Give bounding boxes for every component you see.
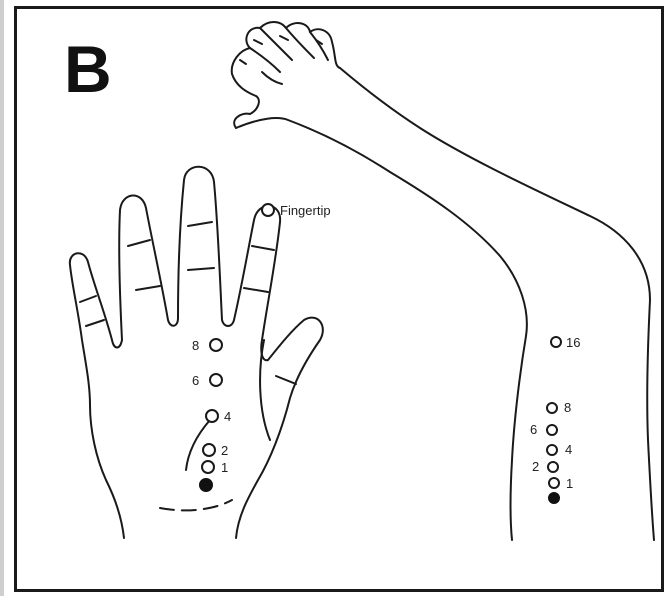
- raised-hand-nail-2: [254, 40, 262, 44]
- palm-label-8: 8: [192, 338, 199, 353]
- raised-hand-nail-3: [280, 36, 288, 40]
- forearm-label-6: 6: [530, 422, 537, 437]
- forearm-label-4: 4: [565, 442, 572, 457]
- wrist-crease: [160, 500, 232, 510]
- palm-point-2: [203, 444, 215, 456]
- arm-outline-upper: [236, 118, 527, 540]
- arm-outline-lower: [340, 68, 654, 540]
- crease-index-2: [244, 288, 268, 292]
- raised-hand-finger-1: [250, 48, 280, 72]
- forearm-point-2: [548, 462, 558, 472]
- forearm-label-2: 2: [532, 459, 539, 474]
- forearm-point-origin: [549, 493, 559, 503]
- palm-label-4: 4: [224, 409, 231, 424]
- palm-point-origin: [200, 479, 212, 491]
- forearm-point-16: [551, 337, 561, 347]
- crease-middle-2: [188, 268, 214, 270]
- palm-point-fingertip: [262, 204, 274, 216]
- palm-point-1: [202, 461, 214, 473]
- forearm-label-1: 1: [566, 476, 573, 491]
- crease-thumb: [276, 376, 296, 384]
- palm-label-fingertip: Fingertip: [280, 203, 331, 218]
- raised-hand-finger-2: [260, 28, 292, 60]
- forearm-label-16: 16: [566, 335, 580, 350]
- raised-hand-nail-1: [240, 60, 246, 64]
- forearm-label-8: 8: [564, 400, 571, 415]
- palm-crease-life: [260, 340, 270, 440]
- palm-label-1: 1: [221, 460, 228, 475]
- forearm-point-8: [547, 403, 557, 413]
- palm-label-6: 6: [192, 373, 199, 388]
- crease-little-1: [80, 296, 96, 302]
- crease-middle-1: [188, 222, 212, 226]
- palm-point-8: [210, 339, 222, 351]
- crease-ring-1: [128, 240, 150, 246]
- palm-point-6: [210, 374, 222, 386]
- crease-little-2: [86, 320, 104, 326]
- forearm-point-4: [547, 445, 557, 455]
- forearm-point-6: [547, 425, 557, 435]
- palm-point-4: [206, 410, 218, 422]
- crease-ring-2: [136, 286, 160, 290]
- crease-index-1: [252, 246, 274, 250]
- forearm-point-1: [549, 478, 559, 488]
- palm-label-2: 2: [221, 443, 228, 458]
- raised-hand-knuckle: [262, 72, 282, 84]
